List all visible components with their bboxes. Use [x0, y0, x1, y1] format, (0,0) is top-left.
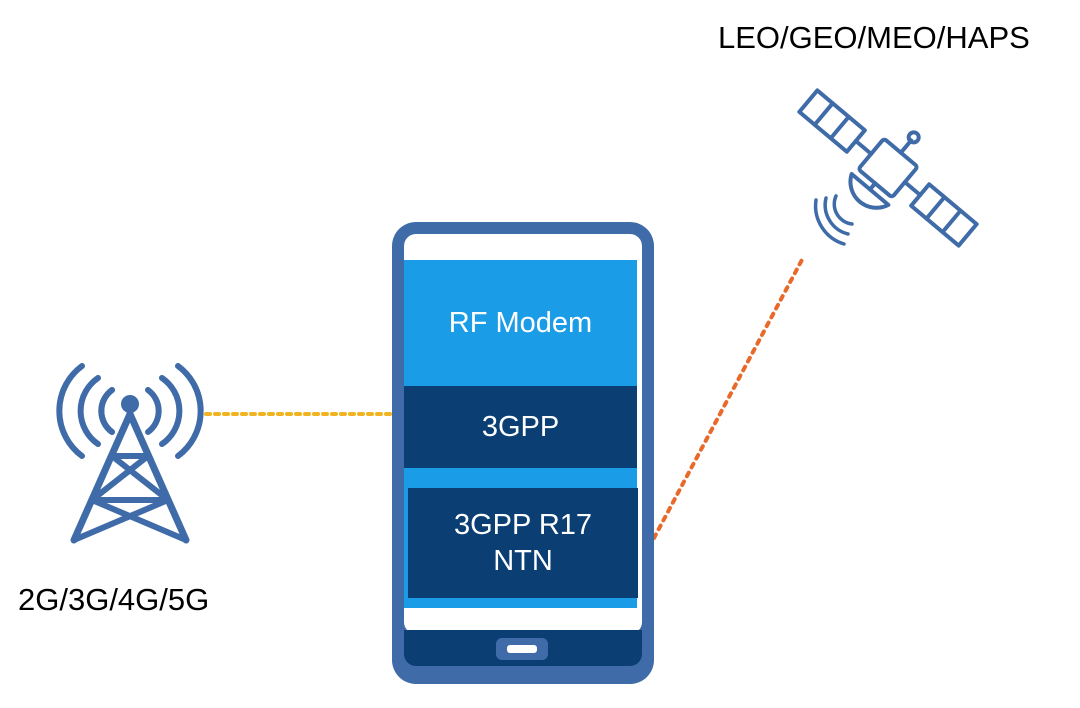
cell-tower-icon	[56, 363, 204, 544]
satellite-orbit-label: LEO/GEO/MEO/HAPS	[718, 20, 1030, 55]
3gpp-block: 3GPP	[404, 386, 637, 468]
3gpp-label: 3GPP	[481, 410, 560, 443]
satellite-icon	[797, 88, 979, 248]
terrestrial-network-label: 2G/3G/4G/5G	[18, 582, 210, 617]
home-button	[496, 638, 548, 660]
rf-modem-label: RF Modem	[448, 306, 593, 339]
rf-modem-block: RF Modem	[404, 262, 637, 384]
satellite-link-line	[652, 254, 806, 540]
3gpp-r17-ntn-block: 3GPP R17 NTN	[408, 488, 638, 598]
ntn-label-line1: 3GPP R17	[453, 508, 593, 541]
ntn-label-line2: NTN	[493, 545, 553, 577]
